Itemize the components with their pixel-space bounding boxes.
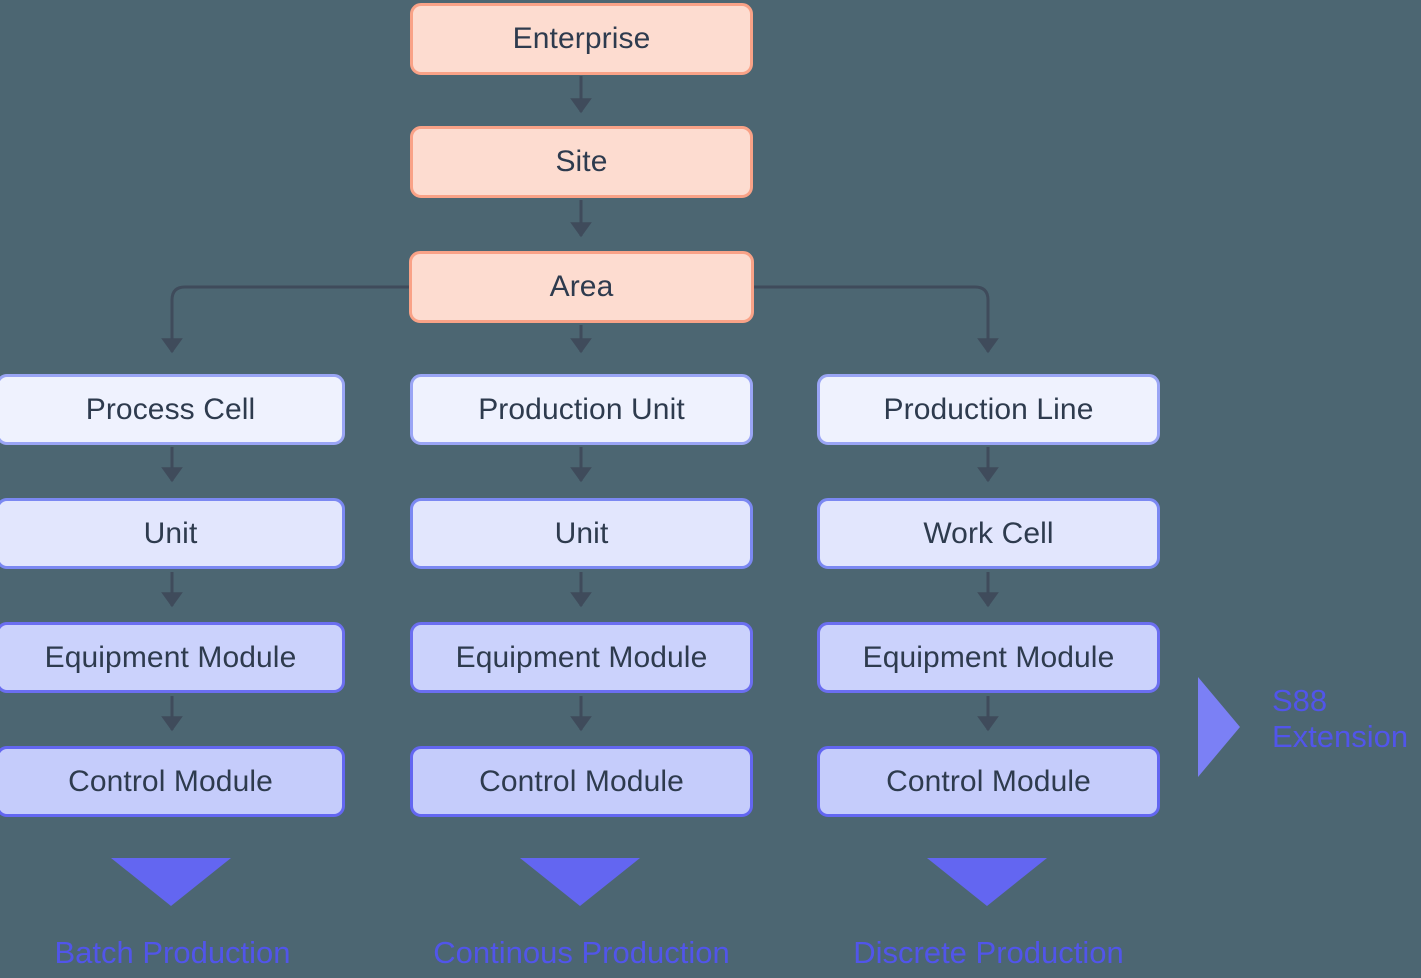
down-arrow-icon-continous <box>520 858 640 906</box>
caption-discrete-production: Discrete Production <box>853 935 1124 970</box>
down-arrow-icon-discrete <box>927 858 1047 906</box>
node-control-module-continous[interactable]: Control Module <box>410 746 753 817</box>
node-equipment-module-batch[interactable]: Equipment Module <box>0 622 345 693</box>
node-production-unit-label: Production Unit <box>478 392 685 426</box>
node-production-line[interactable]: Production Line <box>817 374 1160 445</box>
node-equipment-module-discrete-label: Equipment Module <box>862 640 1115 674</box>
node-process-cell-label: Process Cell <box>85 392 256 426</box>
connector-area-production-line <box>754 285 999 354</box>
node-production-line-label: Production Line <box>883 392 1094 426</box>
caption-batch-production: Batch Production <box>54 935 291 970</box>
caption-continous-production: Continous Production <box>433 935 730 970</box>
node-unit-batch-label: Unit <box>143 516 198 550</box>
node-area[interactable]: Area <box>409 251 754 323</box>
node-control-module-continous-label: Control Module <box>479 764 684 798</box>
node-area-label: Area <box>549 270 614 303</box>
s88-extension-line2: Extension <box>1272 718 1409 754</box>
node-process-cell[interactable]: Process Cell <box>0 374 345 445</box>
s88-extension-line1: S88 <box>1272 683 1328 718</box>
node-site[interactable]: Site <box>410 126 753 198</box>
node-control-module-discrete[interactable]: Control Module <box>817 746 1160 817</box>
node-work-cell-label: Work Cell <box>923 516 1054 550</box>
node-work-cell[interactable]: Work Cell <box>817 498 1160 569</box>
node-production-unit[interactable]: Production Unit <box>410 374 753 445</box>
connector-area-process-cell <box>161 285 409 354</box>
s88-extension-label: S88 Extension <box>1272 683 1408 755</box>
node-site-label: Site <box>555 145 608 178</box>
node-control-module-batch[interactable]: Control Module <box>0 746 345 817</box>
node-unit-continous-label: Unit <box>554 516 609 550</box>
node-equipment-module-continous[interactable]: Equipment Module <box>410 622 753 693</box>
node-unit-continous[interactable]: Unit <box>410 498 753 569</box>
node-equipment-module-batch-label: Equipment Module <box>44 640 297 674</box>
node-control-module-batch-label: Control Module <box>68 764 273 798</box>
right-arrow-icon-s88 <box>1198 677 1240 777</box>
node-unit-batch[interactable]: Unit <box>0 498 345 569</box>
node-equipment-module-discrete[interactable]: Equipment Module <box>817 622 1160 693</box>
node-enterprise-label: Enterprise <box>512 22 651 55</box>
node-equipment-module-continous-label: Equipment Module <box>455 640 708 674</box>
node-control-module-discrete-label: Control Module <box>886 764 1091 798</box>
node-enterprise[interactable]: Enterprise <box>410 3 753 75</box>
down-arrow-icon-batch <box>111 858 231 906</box>
